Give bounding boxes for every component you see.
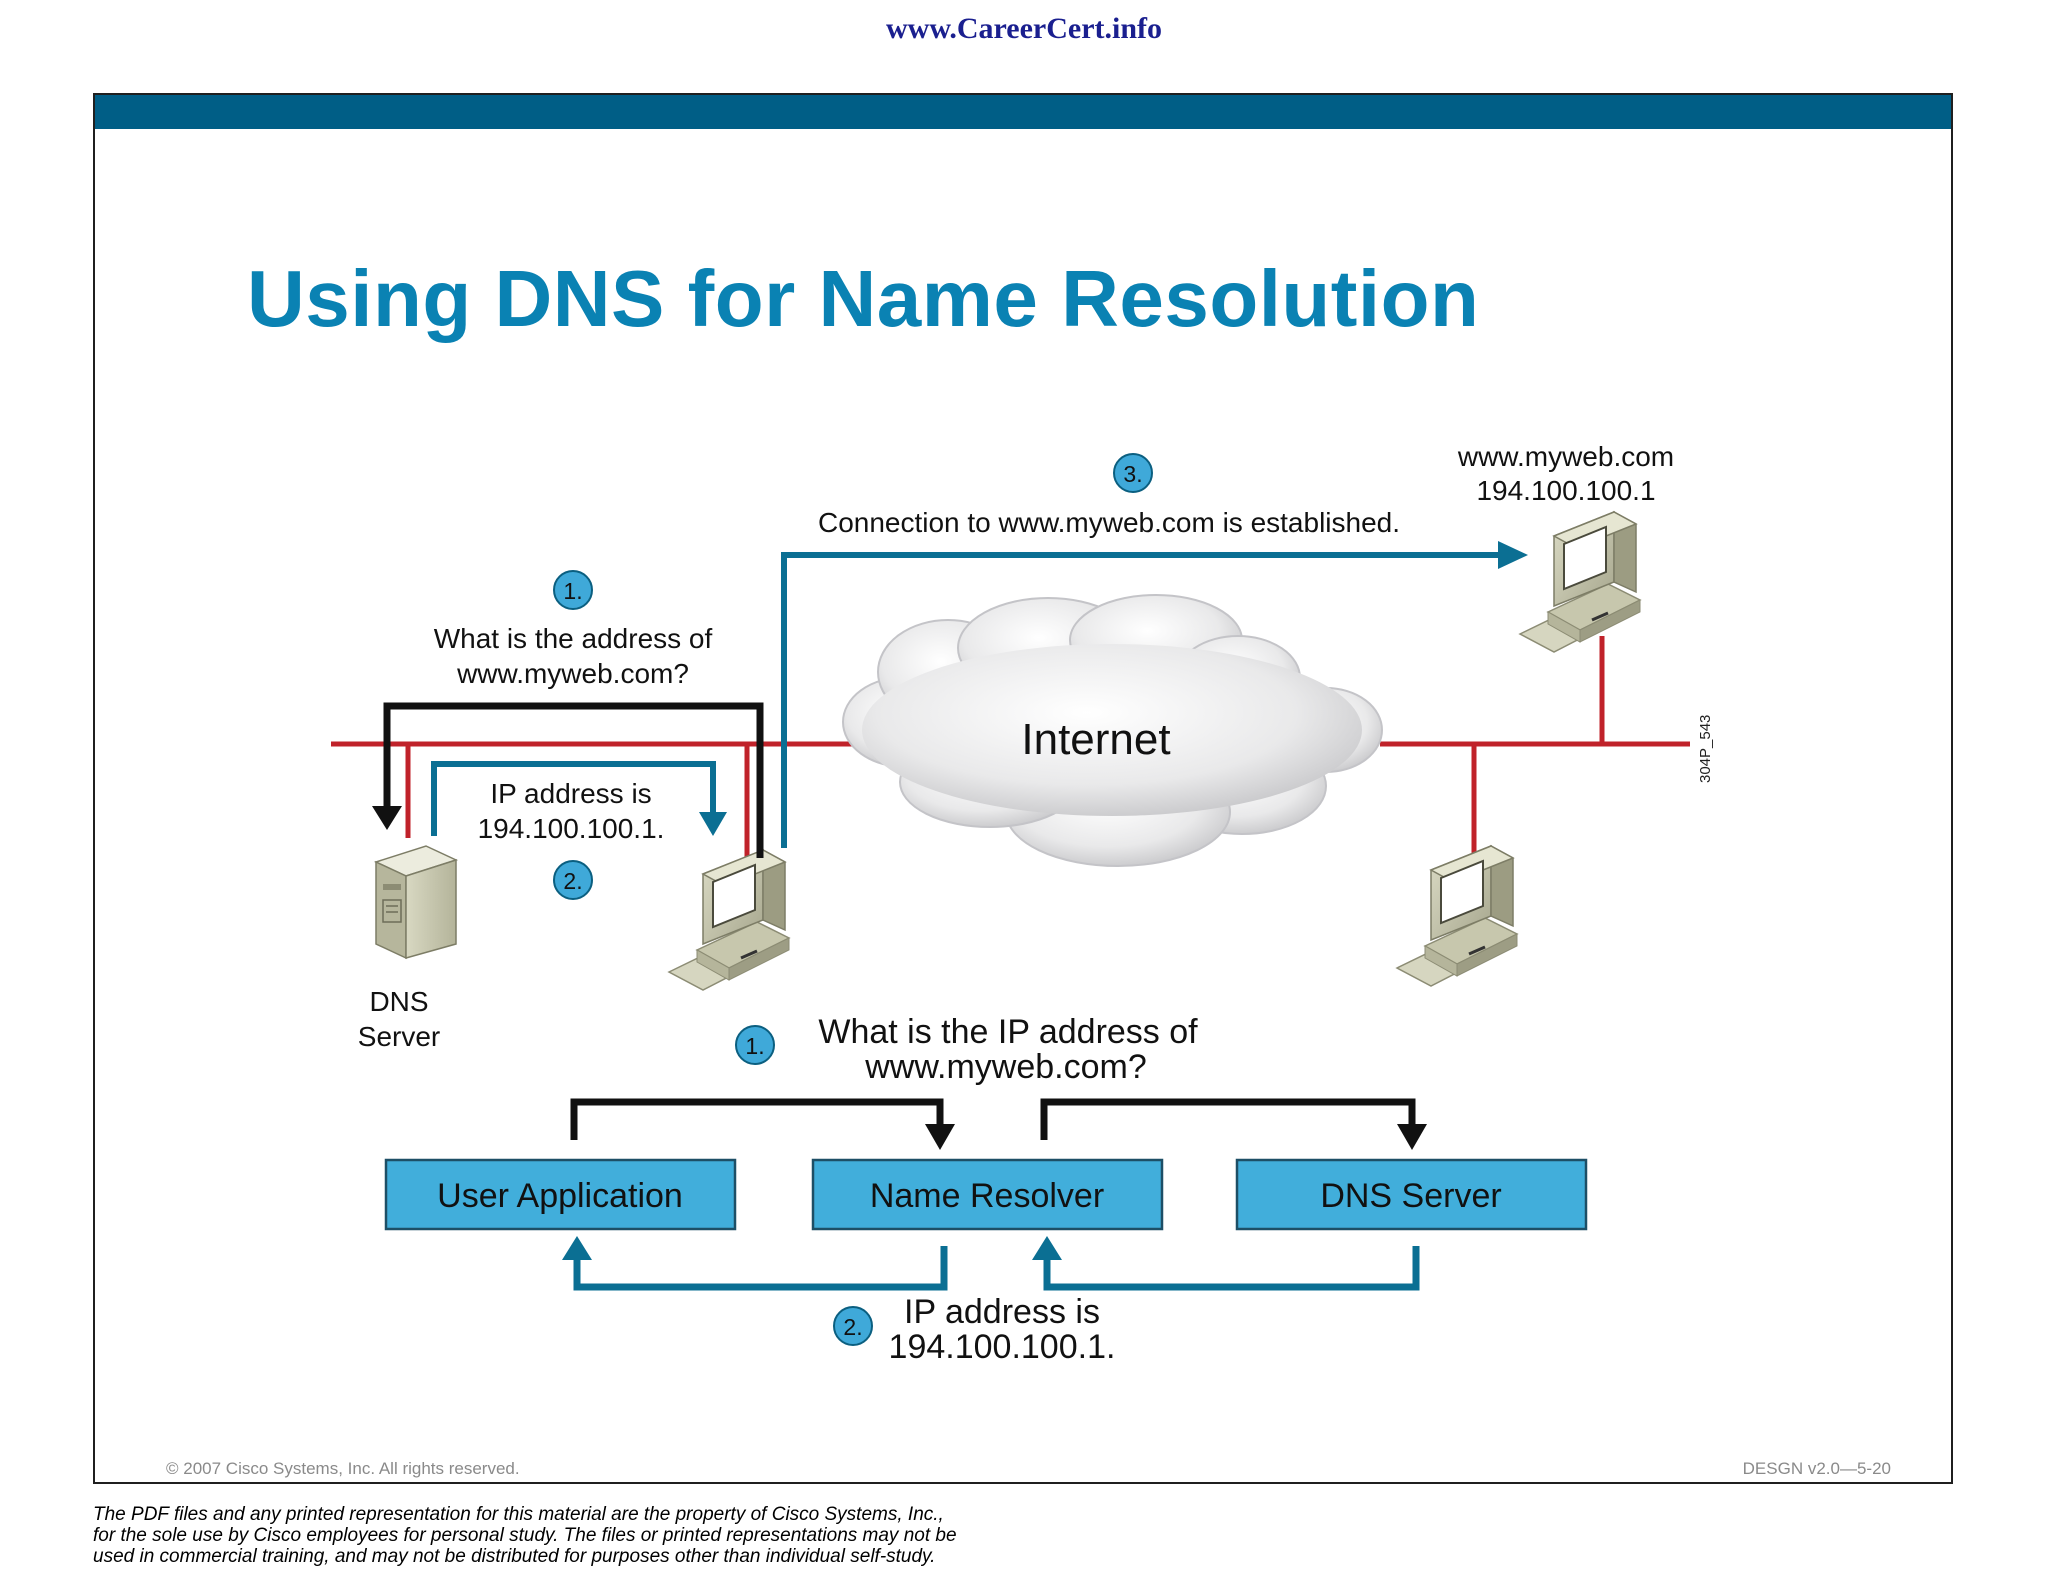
step-badge-label: 3. xyxy=(1123,461,1142,487)
flow-query-line2: www.myweb.com? xyxy=(864,1048,1147,1086)
arrowhead xyxy=(1032,1236,1062,1260)
arrowhead xyxy=(1397,1124,1427,1150)
connection-text: Connection to www.myweb.com is establish… xyxy=(818,507,1400,538)
web-server-ip: 194.100.100.1 xyxy=(1476,475,1655,506)
reply-arrow xyxy=(431,761,727,836)
flow-reply-line1: IP address is xyxy=(904,1293,1100,1331)
disclaimer-line: for the sole use by Cisco employees for … xyxy=(93,1525,957,1546)
slide-title: Using DNS for Name Resolution xyxy=(247,254,1480,343)
connection-arrow xyxy=(781,541,1528,848)
flow-reply-arrows xyxy=(573,1246,1420,1291)
remote-pc-icon xyxy=(1395,844,1519,988)
flow-box-user-application: User Application xyxy=(384,1158,737,1231)
figure-id: 304P_543 xyxy=(1697,715,1714,783)
network-lines xyxy=(331,636,1690,860)
network-step-1: 1. What is the address of www.myweb.com? xyxy=(434,570,713,689)
internet-cloud: Internet xyxy=(842,594,1383,867)
flow-query-line1: What is the IP address of xyxy=(818,1013,1198,1051)
flow-box-dns-server: DNS Server xyxy=(1235,1158,1588,1231)
arrowhead xyxy=(562,1236,592,1260)
reply-text-line1: IP address is xyxy=(490,778,651,809)
dns-server-label-line2: Server xyxy=(358,1021,440,1052)
flow-step-1: 1. What is the IP address of www.myweb.c… xyxy=(735,1013,1198,1086)
web-server-name: www.myweb.com xyxy=(1457,441,1674,472)
flow-box-label: DNS Server xyxy=(1320,1177,1501,1215)
flow-box-name-resolver: Name Resolver xyxy=(811,1158,1164,1231)
web-server-pc-icon xyxy=(1518,510,1642,654)
query-text-line1: What is the address of xyxy=(434,623,713,654)
disclaimer-line: The PDF files and any printed representa… xyxy=(93,1504,944,1525)
disclaimer-line: used in commercial training, and may not… xyxy=(93,1546,936,1567)
flow-step-2: 2. IP address is 194.100.100.1. xyxy=(833,1293,1116,1366)
arrowhead xyxy=(925,1124,955,1150)
dns-server-label-line1: DNS xyxy=(369,986,428,1017)
course-code-footer: DESGN v2.0—5-20 xyxy=(1742,1459,1891,1478)
disclaimer: The PDF files and any printed representa… xyxy=(93,1504,1193,1567)
client-pc-icon xyxy=(667,848,791,992)
step-badge-label: 2. xyxy=(563,868,582,894)
step-badge-label: 1. xyxy=(563,578,582,604)
site-url[interactable]: www.CareerCert.info xyxy=(885,12,1163,45)
step-badge-label: 1. xyxy=(745,1033,764,1059)
flow-box-label: Name Resolver xyxy=(870,1177,1104,1215)
web-server-label: www.myweb.com 194.100.100.1 xyxy=(1457,441,1674,506)
network-step-2: IP address is 194.100.100.1. 2. xyxy=(478,778,665,900)
query-text-line2: www.myweb.com? xyxy=(456,658,689,689)
copyright-footer: © 2007 Cisco Systems, Inc. All rights re… xyxy=(166,1459,520,1478)
reply-text-line2: 194.100.100.1. xyxy=(478,813,665,844)
dns-server-label: DNS Server xyxy=(358,986,440,1052)
step-badge-label: 2. xyxy=(843,1314,862,1340)
flow-box-label: User Application xyxy=(437,1177,683,1215)
slide-header-bar xyxy=(95,95,1951,129)
query-arrow xyxy=(372,702,764,858)
flow-query-arrows xyxy=(570,1098,1416,1140)
dns-server-icon xyxy=(373,845,459,960)
flow-reply-line2: 194.100.100.1. xyxy=(889,1328,1116,1366)
internet-label: Internet xyxy=(1021,715,1170,764)
network-step-3: 3. Connection to www.myweb.com is establ… xyxy=(818,453,1400,538)
